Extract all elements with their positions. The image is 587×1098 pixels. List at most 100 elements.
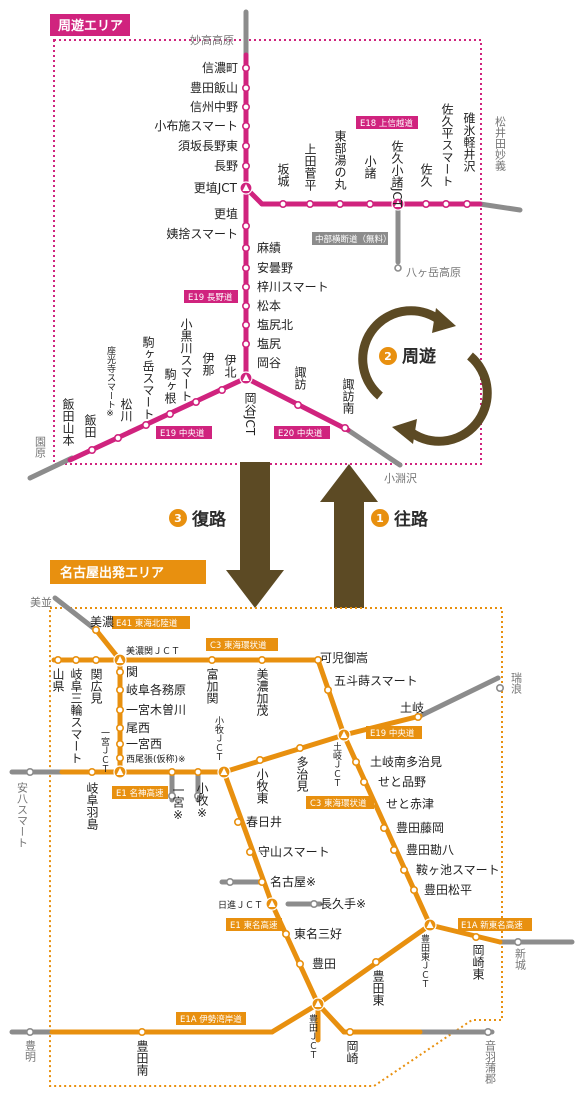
tag-e19-chuo	[156, 426, 212, 439]
shuyu-area-title: 周遊エリア	[58, 18, 123, 34]
bottom-station-dots	[53, 625, 480, 1037]
tag-c3-mid-text: C3 東海環状道	[310, 798, 367, 809]
station-toyota-higashi-jct: 豊田東ＪＣＴ	[419, 933, 430, 988]
station-shinshu-nakano: 信州中野	[190, 99, 238, 114]
station-nagakute: 長久手※	[320, 897, 366, 911]
station-komaki: 小牧※	[195, 782, 209, 820]
nagoya-area-title: 名古屋出発エリア	[60, 565, 164, 581]
station-toki-minami: 土岐南多治見	[370, 754, 442, 769]
station-ina: 伊那	[201, 352, 215, 377]
station-sonohara: 園原	[34, 436, 47, 458]
tag-e19-chuo-bottom-text: E19 中央道	[370, 728, 415, 739]
station-saku: 佐久	[419, 163, 433, 188]
station-toyota-higashi: 豊田東	[371, 970, 385, 1006]
station-zakoji: 座光寺スマート※	[105, 345, 116, 419]
nagoya-area-badge	[50, 560, 206, 584]
station-koshoku-jct: 更埴JCT	[194, 180, 238, 195]
tag-e19-nagano-text: E19 長野道	[188, 292, 233, 303]
outbound-arrow	[320, 464, 378, 608]
station-nagano: 長野	[214, 159, 238, 173]
station-omi: 麻績	[257, 240, 281, 255]
tag-e1-meishin	[112, 786, 168, 799]
station-suwa: 諏訪	[293, 365, 307, 390]
station-toyota-matsudaira: 豊田松平	[424, 883, 472, 897]
station-suzaka: 須坂長野東	[178, 139, 238, 153]
station-komagane: 駒ヶ根	[163, 368, 177, 404]
station-ueda: 上田菅平	[303, 143, 317, 191]
station-nagoya: 名古屋※	[270, 874, 316, 889]
tag-e1-tomei	[226, 918, 282, 931]
station-seto-shinagano: せと品野	[378, 775, 426, 789]
station-azusagawa: 梓川スマート	[257, 279, 329, 294]
station-okazaki-higashi: 岡崎東	[471, 944, 485, 980]
tag-e20-chuo	[274, 426, 330, 439]
loop-arrows-icon: 2 周遊	[358, 306, 492, 446]
station-komoro: 小諸	[363, 155, 377, 179]
tag-e1a-shintomei	[458, 918, 532, 931]
svg-text:2: 2	[384, 350, 392, 363]
svg-text:1: 1	[376, 512, 384, 525]
station-iida: 飯田	[83, 413, 97, 438]
station-toyota-fujioka: 豊田藤岡	[396, 821, 444, 835]
tag-e19-nagano	[184, 290, 238, 303]
station-toyota: 豊田	[312, 957, 336, 971]
station-usui: 碓氷軽井沢	[462, 111, 476, 173]
station-moriyama: 守山スマート	[258, 845, 330, 859]
station-toyota-kanbachi: 豊田勘八	[406, 843, 454, 857]
station-toki: 土岐	[400, 701, 424, 715]
station-matsukawa: 松川	[119, 398, 133, 422]
station-sakaki: 坂城	[276, 163, 290, 188]
station-toyoake: 豊明	[24, 1040, 37, 1063]
tag-e1a-isewan-text: E1A 伊勢湾岸道	[180, 1014, 242, 1025]
station-toyota-iiyama: 豊田飯山	[190, 80, 238, 95]
station-komaki-higashi: 小牧東	[255, 768, 269, 804]
tag-c3-top	[206, 638, 278, 651]
tag-e41-text: E41 東海北陸道	[116, 618, 178, 629]
station-ichinomiya: 一宮西	[126, 736, 162, 751]
loop-label: 周遊	[402, 346, 436, 367]
station-matsuida: 松井田妙義	[494, 115, 507, 171]
station-seto-akazu: せと赤津	[386, 797, 434, 811]
station-okaya: 岡谷	[257, 356, 281, 370]
station-saku-komoro-jct: 佐久小諸JCT	[390, 140, 404, 208]
station-komaki-jct: 小牧ＪＣＴ	[213, 716, 224, 761]
station-myoko: 妙高高原	[190, 33, 234, 47]
tag-e1a-isewan	[176, 1012, 246, 1025]
shuyu-area-border	[53, 39, 482, 465]
station-gifu-sanwa: 岐阜三輪スマート	[69, 668, 83, 764]
station-okaya-jct: 岡谷JCT	[243, 392, 257, 436]
station-tomei-miyoshi: 東名三好	[294, 926, 342, 941]
station-bisai: 尾西	[126, 721, 150, 735]
station-nishi-owari: 西尾張(仮称)※	[126, 753, 186, 765]
station-ichinomiya-sm: 一宮※	[171, 784, 185, 822]
station-tomoegaike: 鞍ヶ池スマート	[416, 862, 500, 877]
station-gifu-kakamigahara: 岐阜各務原	[126, 682, 186, 697]
station-ichinomiya-kiso: 一宮木曽川	[126, 702, 186, 717]
tag-e18	[356, 116, 418, 129]
tag-e19-chuo-bottom	[366, 726, 422, 739]
station-shiojiri-kita: 塩尻北	[257, 317, 293, 332]
station-toyota-jct: 豊田ＪＣＴ	[307, 1013, 318, 1059]
station-kobuchizawa: 小淵沢	[384, 471, 417, 485]
station-tajimi: 多治見	[295, 756, 309, 792]
station-toki-jct: 土岐ＪＣＴ	[331, 741, 342, 787]
station-tomika: 富加関	[205, 667, 219, 704]
station-mino: 美濃	[90, 615, 114, 629]
shuyu-area-badge	[50, 14, 130, 36]
station-yatsugatake: 八ヶ岳高原	[406, 265, 461, 279]
station-obuse: 小布施スマート	[154, 119, 238, 133]
tag-e18-text: E18 上信越道	[360, 118, 413, 129]
return-arrow	[226, 462, 284, 608]
station-toyota-minami: 豊田南	[135, 1040, 149, 1076]
station-yamagata: 山県	[51, 668, 65, 692]
station-mizunami: 瑞浪	[510, 671, 523, 695]
station-suwa-minami: 諏訪南	[341, 377, 355, 414]
tag-c3-top-text: C3 東海環状道	[210, 640, 267, 651]
station-anpachi: 安八スマート	[16, 781, 29, 848]
station-tobu-yunomaru: 東部湯の丸	[333, 130, 347, 191]
station-matsumoto: 松本	[257, 299, 281, 313]
station-sekihiromi: 関広見	[89, 668, 103, 704]
station-ichinomiya-jct: 一宮ＪＣＴ	[99, 728, 110, 773]
tag-e41	[112, 616, 190, 629]
